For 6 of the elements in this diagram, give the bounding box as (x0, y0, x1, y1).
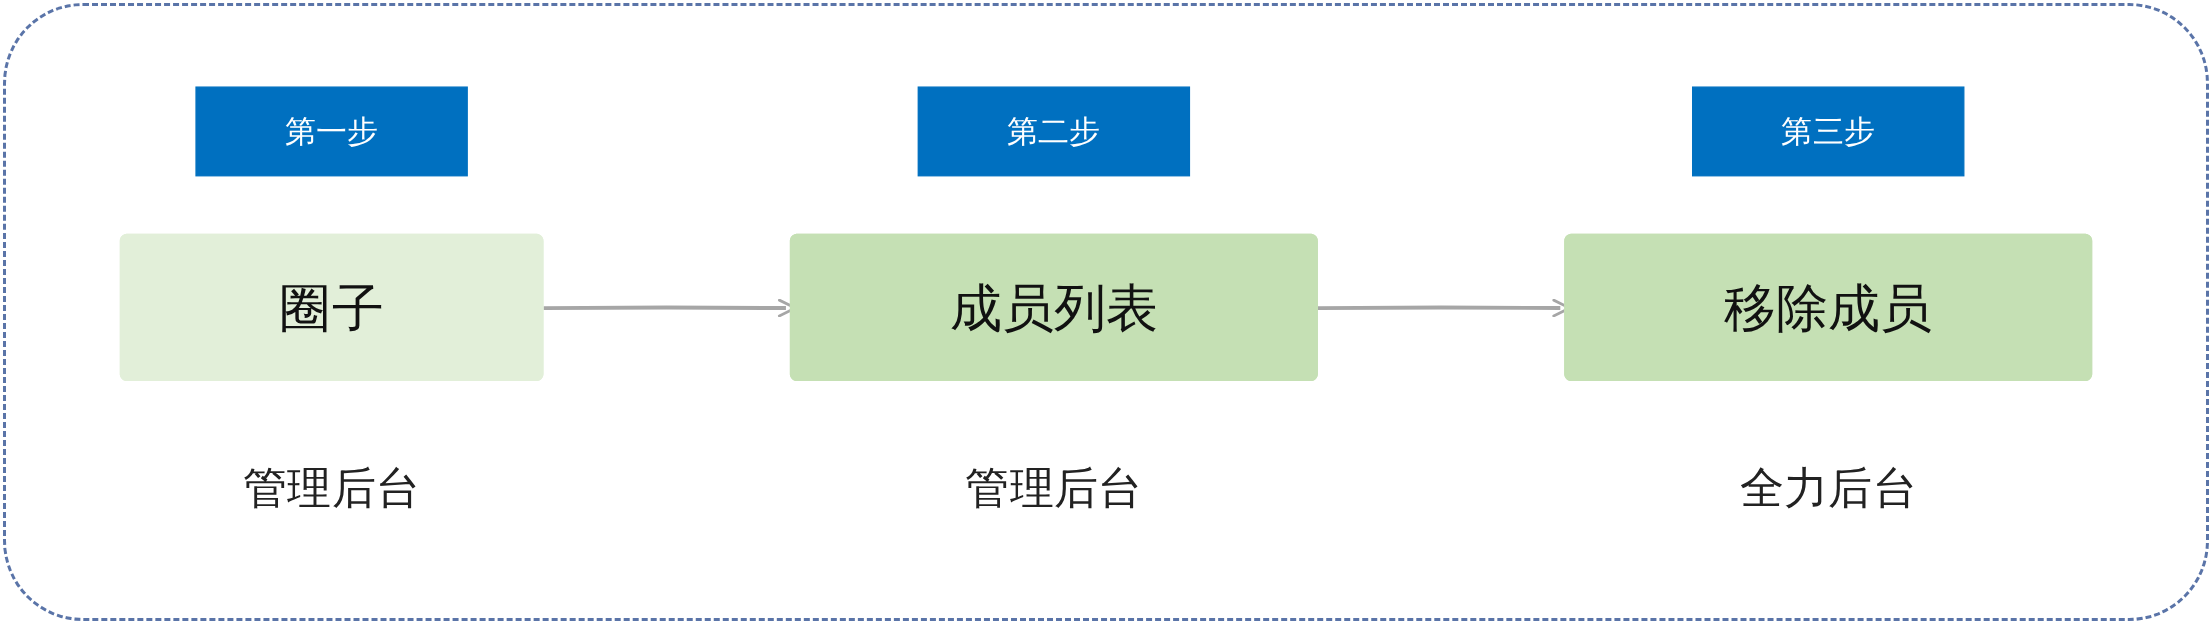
node-label: 管理后台 (242, 461, 421, 514)
node-box: 第三步 (1692, 86, 1965, 177)
node-label: 管理后台 (965, 461, 1143, 514)
node-box: 第一步 (195, 86, 468, 177)
node-label: 全力后台 (1739, 461, 1917, 514)
node-box: 第二步 (917, 86, 1191, 177)
